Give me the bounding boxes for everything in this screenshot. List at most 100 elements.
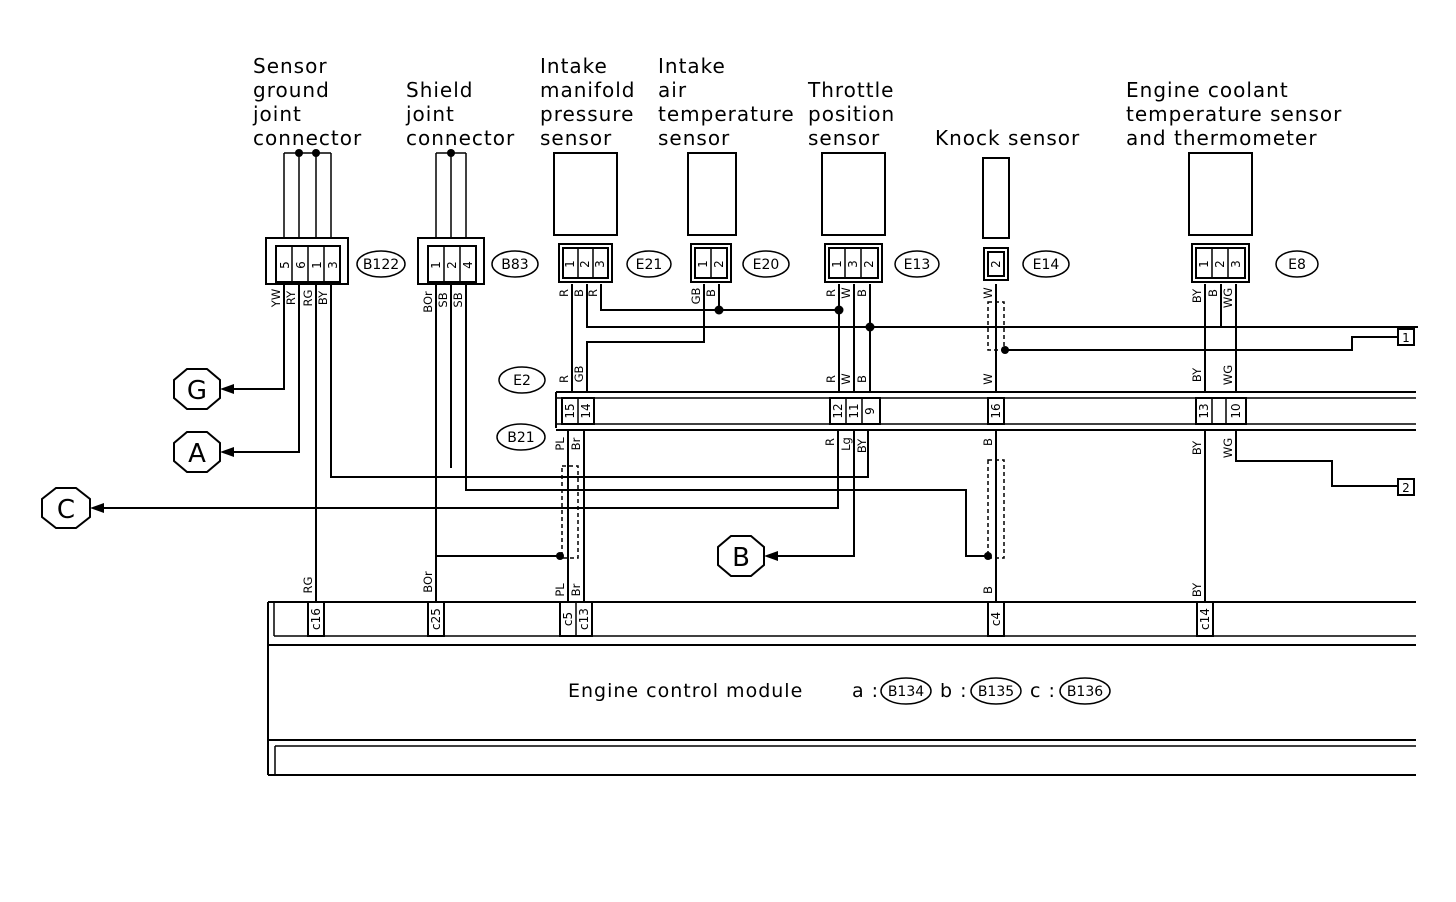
wire-e21-r-power — [600, 284, 839, 311]
ref-box-1-label: 1 — [1402, 331, 1410, 345]
ecm-a-prefix: a : — [852, 680, 879, 702]
b122-pin: 1 — [310, 261, 324, 269]
knock-shield-lower — [987, 459, 1005, 559]
wire-color-label: SB — [436, 292, 450, 307]
wire-color-label: SB — [451, 292, 465, 307]
ref-box-2 — [1397, 478, 1415, 496]
label-line: connector — [253, 126, 362, 150]
engine-coolant-temperature-sensor: 1 2 3 E8 — [1188, 152, 1319, 283]
b21-pin: 10 — [1229, 403, 1243, 418]
ecm-b-connector: B135 — [978, 684, 1014, 700]
label-line: connector — [406, 126, 515, 150]
wire-color-label: BY — [1190, 288, 1204, 303]
ref-a-label: A — [188, 439, 206, 469]
intake-air-temperature-sensor: 1 2 E20 — [687, 152, 790, 283]
label-line: Intake — [540, 54, 608, 78]
b83-joint-connector: 1 2 4 B83 — [417, 149, 539, 285]
e21-pin: 2 — [578, 260, 592, 268]
e13-pin: 3 — [846, 260, 860, 268]
wire-color-label: WG — [1221, 365, 1235, 385]
ref-a-octagon: A — [173, 431, 221, 473]
wire-color-label: WG — [1221, 438, 1235, 458]
wire-color-label: W — [981, 287, 995, 298]
wire-color-label: B — [704, 289, 718, 297]
b83-pin: 4 — [461, 261, 475, 269]
wire-color-label: B — [981, 586, 995, 594]
wire-color-label: RY — [284, 290, 298, 305]
label-line: temperature — [658, 102, 795, 126]
ref-g-octagon: G — [173, 368, 221, 410]
pl-br-shield — [561, 465, 579, 559]
ref-c-octagon: C — [41, 487, 91, 529]
wire-color-label: BOr — [421, 571, 435, 593]
junction-dot — [865, 322, 875, 332]
b21-pin: 9 — [863, 407, 877, 415]
wire-color-label: BY — [1190, 582, 1204, 597]
wire-color-label: R — [824, 289, 838, 297]
e2-b21-connector: 15 14 12 11 9 16 13 10 E2 B21 — [496, 366, 1416, 451]
b122-joint-connector: 5 6 1 3 B122 — [265, 149, 406, 285]
wire-color-label: W — [839, 373, 853, 384]
e14-connector-id: E14 — [1033, 257, 1060, 273]
e13-connector-id: E13 — [904, 257, 931, 273]
wire-yw-to-g — [230, 284, 285, 390]
b21-pin: 14 — [579, 403, 593, 418]
label-line: sensor — [540, 126, 612, 150]
wire-color-label: BY — [855, 438, 869, 453]
ecm-pin: c14 — [1198, 608, 1212, 630]
ecm-label: Engine control module — [568, 680, 803, 702]
ref-box-1 — [1397, 328, 1415, 346]
b83-connector-id: B83 — [501, 257, 528, 273]
b83-pin: 2 — [445, 261, 459, 269]
ref-b-octagon: B — [717, 535, 765, 577]
e21-pin: 1 — [563, 260, 577, 268]
wire-color-label: Br — [569, 583, 583, 596]
ecm-a-connector: B134 — [888, 684, 924, 700]
wire-color-label: B — [572, 289, 586, 297]
wire-wg-to-ref2 — [1235, 430, 1398, 487]
wire-color-label: R — [823, 438, 837, 446]
wire-color-label: GB — [572, 365, 586, 382]
label-line: and thermometer — [1126, 126, 1318, 150]
wire-color-label: W — [981, 373, 995, 384]
wire-color-label: BY — [1190, 440, 1204, 455]
wire-color-label: W — [839, 287, 853, 298]
wire-color-labels: YW RY RG BY BOr SB SB R B R GB B R W B W… — [269, 287, 1235, 597]
b21-pin: 15 — [563, 403, 577, 418]
label-line: sensor — [808, 126, 880, 150]
wire-color-label: Lg — [839, 437, 853, 451]
e20-pin: 2 — [712, 260, 726, 268]
e8-connector-id: E8 — [1288, 257, 1306, 273]
junction-dot — [556, 552, 564, 560]
label-line: sensor — [658, 126, 730, 150]
b122-pin: 3 — [326, 261, 340, 269]
throttle-position-sensor: 1 3 2 E13 — [821, 152, 940, 283]
e8-pin: 1 — [1197, 260, 1211, 268]
junction-dot — [984, 552, 992, 560]
b21-pin: 12 — [831, 403, 845, 418]
e8-pin: 3 — [1229, 260, 1243, 268]
knock-sensor: 2 E14 — [982, 157, 1070, 281]
wire-e21-b-ground — [586, 284, 1205, 328]
e8-pin: 2 — [1213, 260, 1227, 268]
label-line: Shield — [406, 78, 473, 102]
wire-color-label: WG — [1221, 288, 1235, 308]
ecm-pin: c25 — [429, 608, 443, 630]
ecm-c-connector: B136 — [1067, 684, 1103, 700]
wire-color-label: YW — [269, 289, 283, 308]
label-line: Throttle — [807, 78, 894, 102]
e13-pin: 1 — [830, 260, 844, 268]
wire-color-label: RG — [301, 290, 315, 307]
wire-color-label: R — [557, 375, 571, 383]
b122-pin: 5 — [278, 261, 292, 269]
wire-e20-gb — [586, 284, 705, 392]
ecm-pin: c16 — [309, 608, 323, 630]
wire-color-label: PL — [553, 583, 567, 597]
knock-sensor-label: Knock sensor — [935, 126, 1080, 150]
